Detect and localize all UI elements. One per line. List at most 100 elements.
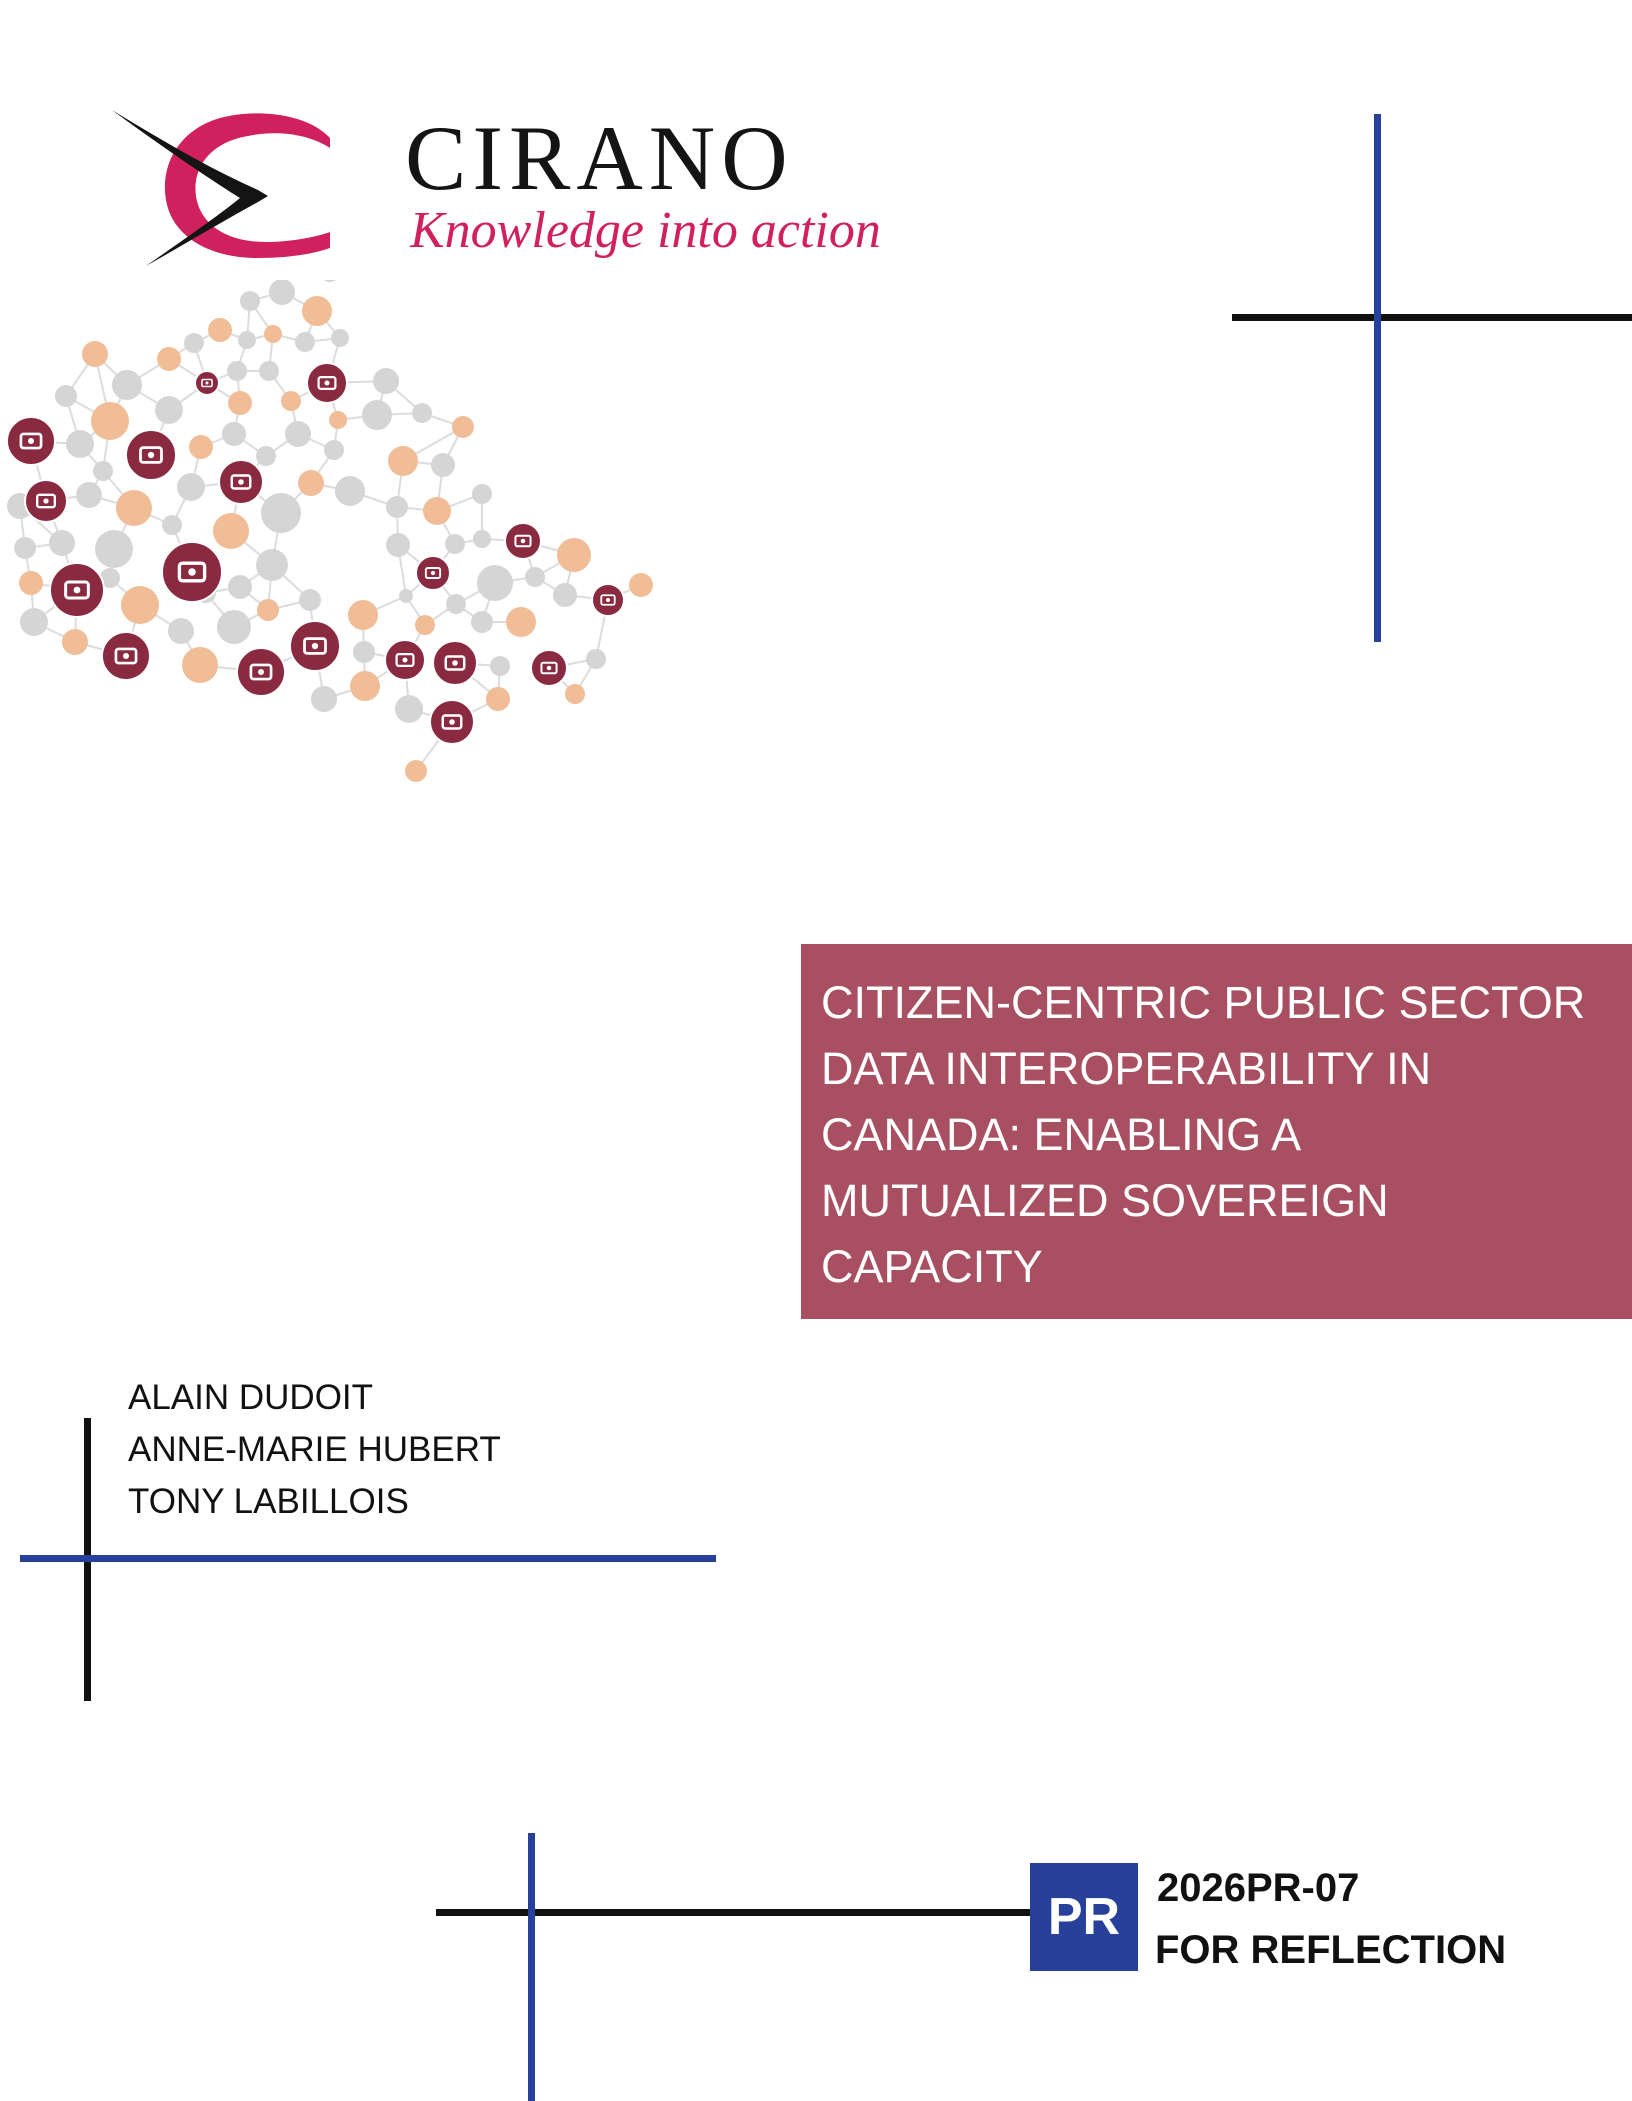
car-icon (429, 699, 475, 745)
grey-node (586, 649, 606, 669)
peach-node (350, 671, 380, 701)
grey-node (256, 446, 276, 466)
grey-node (553, 583, 577, 607)
peach-node (486, 687, 510, 711)
report-title: CITIZEN-CENTRIC PUBLIC SECTOR DATA INTER… (821, 970, 1612, 1300)
peach-node (189, 435, 213, 459)
peach-node (452, 416, 474, 438)
grey-node (324, 280, 336, 282)
bottom-horizontal-rule (436, 1909, 1032, 1916)
grey-node (93, 461, 113, 481)
grey-node (386, 496, 408, 518)
peach-node (506, 607, 536, 637)
checklist-icon (384, 639, 426, 681)
grey-node (311, 686, 337, 712)
grey-node (431, 453, 455, 477)
grey-node (227, 361, 247, 381)
grey-node (49, 530, 75, 556)
lifebuoy-icon (236, 647, 286, 697)
author-list: ALAIN DUDOIT ANNE-MARIE HUBERT TONY LABI… (128, 1372, 501, 1528)
peach-node (629, 573, 653, 597)
factory-icon (306, 362, 348, 404)
peach-node (208, 318, 232, 342)
peach-node (257, 599, 279, 621)
bar-chart-icon (530, 649, 568, 687)
title-line: MUTUALIZED SOVEREIGN (821, 1175, 1389, 1226)
grey-node (324, 440, 344, 460)
peach-node (91, 402, 129, 440)
grey-node (446, 594, 466, 614)
grey-node (412, 403, 432, 423)
peach-node (264, 325, 282, 343)
grey-node (261, 493, 301, 533)
author-name: TONY LABILLOIS (128, 1482, 409, 1521)
peach-node (19, 571, 43, 595)
grey-node (95, 530, 133, 568)
title-line: DATA INTEROPERABILITY IN (821, 1043, 1432, 1094)
peach-node (423, 497, 451, 525)
grey-node (184, 333, 204, 353)
peach-node (405, 760, 427, 782)
grey-node (295, 332, 315, 352)
grey-node (386, 533, 410, 557)
network-nodes (7, 280, 653, 782)
logo-wordmark: CIRANO (405, 107, 794, 209)
grey-node (445, 534, 465, 554)
pr-badge: PR (1030, 1863, 1138, 1971)
chart-monitor-icon (161, 541, 223, 603)
grey-node (155, 396, 183, 424)
home-icon (24, 479, 68, 523)
grey-node (399, 589, 413, 603)
grey-node (473, 530, 491, 548)
peach-node (121, 586, 159, 624)
grey-node (228, 575, 252, 599)
world-map-icon (218, 459, 264, 505)
grey-node (477, 565, 513, 601)
peach-node (82, 341, 108, 367)
peach-node (182, 647, 218, 683)
grey-node (162, 515, 182, 535)
left-horizontal-rule (20, 1555, 716, 1562)
author-name: ALAIN DUDOIT (128, 1378, 374, 1417)
peach-node (213, 513, 249, 549)
title-line: CANADA: ENABLING A (821, 1109, 1302, 1160)
bottom-vertical-rule (528, 1833, 535, 2101)
peach-node (157, 347, 181, 371)
peach-node (281, 391, 301, 411)
report-number: 2026PR-07 (1157, 1866, 1360, 1910)
grey-node (55, 385, 77, 407)
grey-node (299, 589, 321, 611)
peach-node (62, 629, 88, 655)
grey-node (362, 400, 392, 430)
grey-node (472, 484, 492, 504)
handshake-icon (591, 583, 625, 617)
grey-node (177, 473, 205, 501)
grey-node (331, 329, 349, 347)
grey-node (240, 291, 260, 311)
peach-node (565, 684, 585, 704)
top-right-vertical-rule (1374, 114, 1381, 642)
group-icon (504, 522, 542, 560)
title-line: CAPACITY (821, 1241, 1043, 1292)
peach-node (348, 600, 378, 630)
cirano-logo-icon (112, 110, 330, 266)
peach-node (388, 446, 418, 476)
grey-node (217, 610, 251, 644)
grey-node (353, 641, 375, 663)
grey-node (490, 656, 510, 676)
grey-node (238, 331, 256, 349)
grey-node (395, 695, 423, 723)
title-line: CITIZEN-CENTRIC PUBLIC SECTOR (821, 977, 1586, 1028)
peach-node (557, 538, 591, 572)
network-icon-nodes (6, 362, 625, 745)
peach-node (298, 470, 324, 496)
justice-scale-icon (49, 562, 105, 618)
tools-icon (289, 620, 341, 672)
peach-node (302, 296, 332, 326)
peach-node (329, 411, 347, 429)
peach-node (116, 490, 152, 526)
logo-tagline: Knowledge into action (410, 202, 881, 259)
title-box: CITIZEN-CENTRIC PUBLIC SECTOR DATA INTER… (801, 944, 1632, 1319)
coins-icon (432, 640, 478, 686)
health-heart-icon (101, 631, 151, 681)
